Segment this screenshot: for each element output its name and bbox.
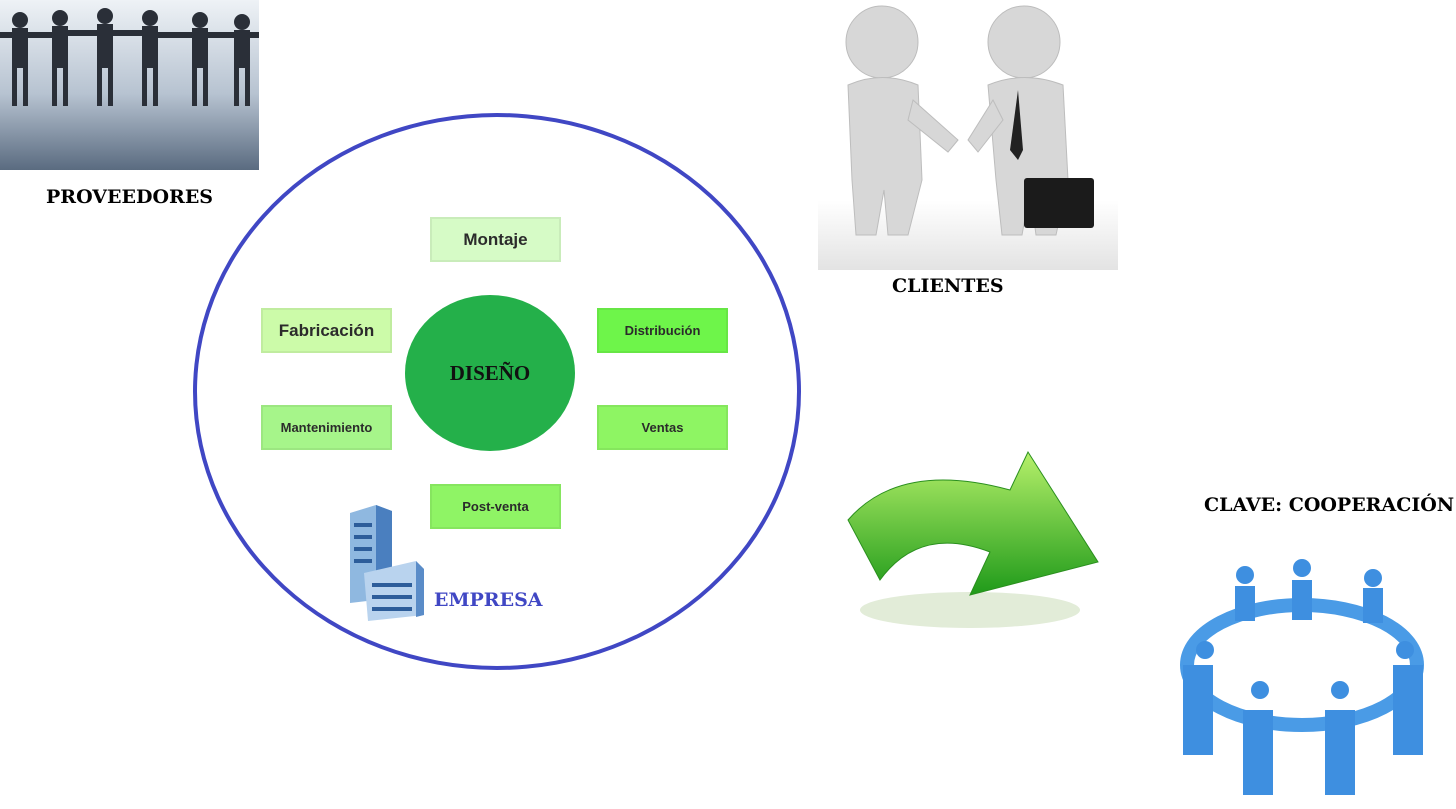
- company-boundary: [193, 113, 801, 670]
- activity-fabricacion: Fabricación: [261, 308, 392, 353]
- building-icon: [350, 505, 424, 621]
- activity-distribucion: Distribución: [597, 308, 728, 353]
- activity-label: Distribución: [624, 323, 701, 338]
- design-core: DISEÑO: [405, 295, 575, 451]
- curved-arrow-icon: [847, 450, 1099, 628]
- activity-label: Ventas: [641, 420, 684, 435]
- suppliers-image: [0, 0, 259, 170]
- activity-mantenimiento: Mantenimiento: [261, 405, 392, 450]
- activity-postventa: Post-venta: [430, 484, 561, 529]
- suppliers-label: PROVEEDORES: [46, 186, 214, 208]
- activity-ventas: Ventas: [597, 405, 728, 450]
- paper-people-icon: [0, 8, 259, 106]
- activity-montaje: Montaje: [430, 217, 561, 262]
- clients-label: CLIENTES: [892, 275, 1004, 297]
- activity-label: Fabricación: [278, 320, 375, 340]
- company-label: EMPRESA: [434, 589, 543, 611]
- activity-label: Post-venta: [462, 499, 529, 514]
- activity-label: Montaje: [463, 229, 528, 249]
- cooperation-circle-icon: [1180, 559, 1424, 795]
- design-label: DISEÑO: [449, 360, 531, 385]
- key-label: CLAVE: COOPERACIÓN: [1204, 494, 1455, 516]
- activity-label: Mantenimiento: [280, 420, 373, 435]
- handshake-people-icon: [818, 5, 1118, 270]
